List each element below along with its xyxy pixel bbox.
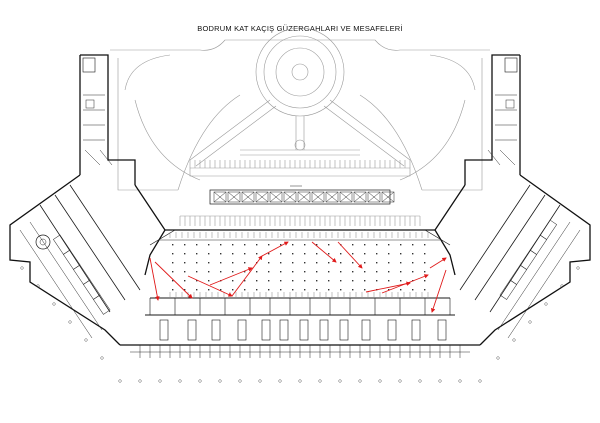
page-title: BODRUM KAT KAÇIŞ GÜZERGAHLARI VE MESAFEL… [197,24,403,33]
courtyard-landscape [110,27,490,191]
right-tower [464,54,521,185]
parking-hall [149,229,451,297]
parking-rows-mid [179,215,421,226]
parking-stalls-top [189,160,411,168]
bottom-block [120,297,480,358]
escape-routes [149,241,447,313]
left-tower [79,54,136,185]
central-ramp [209,185,395,205]
left-wing [9,174,166,346]
grid-axis-markers [20,266,580,383]
right-wing [434,174,591,346]
